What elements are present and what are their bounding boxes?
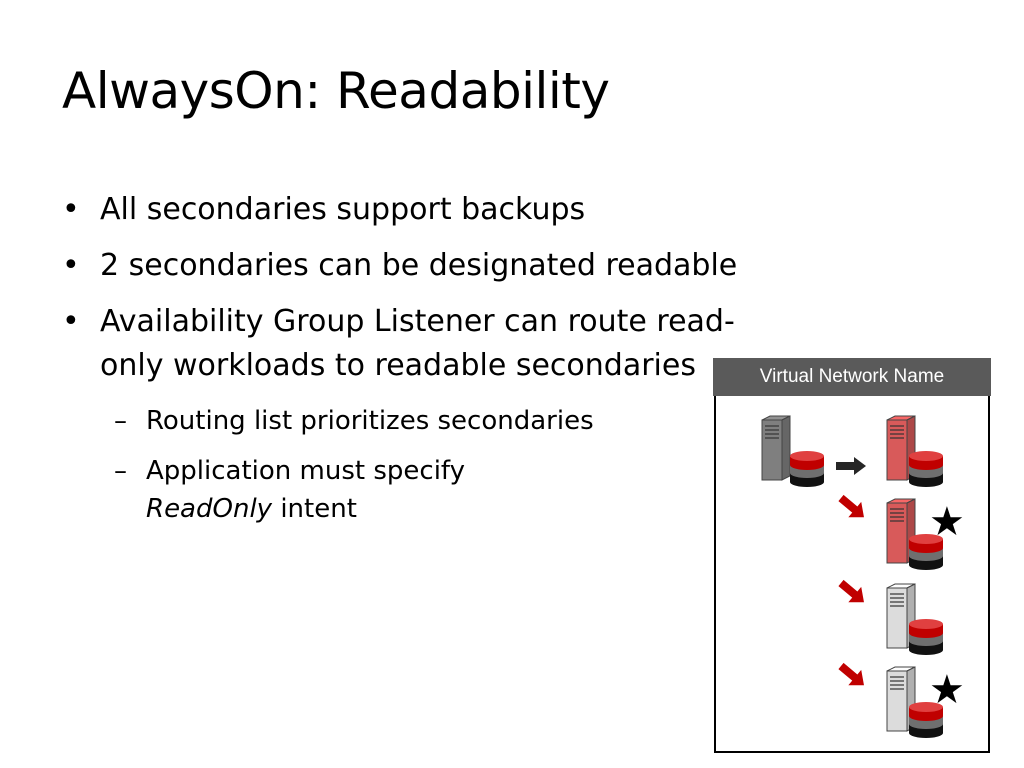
arrow-diagonal-shape	[838, 494, 864, 518]
server-front	[886, 670, 908, 732]
arrow-diagonal-icon	[838, 662, 864, 686]
database-icon	[909, 534, 943, 570]
db-top-edge	[909, 711, 943, 721]
bullet-text: All secondaries support backups	[100, 192, 586, 227]
star-icon: ★	[929, 667, 965, 713]
db-base	[909, 728, 943, 738]
star-icon: ★	[929, 499, 965, 545]
db-top-edge	[909, 628, 943, 638]
sub-bullet-text: Application must specify	[146, 456, 465, 486]
server-front	[886, 502, 908, 564]
arrow-diagonal-shape	[838, 579, 864, 603]
db-mid-edge	[909, 551, 943, 561]
bullet-marker: •	[62, 304, 80, 339]
bullet-item: • 2 secondaries can be designated readab…	[62, 244, 942, 288]
db-lid	[909, 702, 943, 712]
diagram-canvas: ★★★★	[761, 415, 965, 738]
db-lid	[909, 619, 943, 629]
sub-bullet-marker: –	[114, 406, 127, 436]
bullet-text: 2 secondaries can be designated readable	[100, 248, 738, 283]
sub-bullet-item: – Routing list prioritizes secondaries	[114, 402, 694, 440]
server-side	[781, 415, 791, 481]
arrow-diagonal-icon	[838, 579, 864, 603]
db-base	[909, 645, 943, 655]
virtual-network-name-header: Virtual Network Name	[713, 358, 991, 396]
server-front	[761, 419, 783, 481]
bullet-item: • All secondaries support backups	[62, 188, 942, 232]
db-lid	[909, 451, 943, 461]
sub-bullet-marker: –	[114, 456, 127, 486]
db-base	[909, 560, 943, 570]
bullet-text: Availability Group Listener can route re…	[100, 304, 735, 383]
db-top-edge	[909, 543, 943, 553]
arrow-diagonal-icon	[838, 494, 864, 518]
db-lid	[790, 451, 824, 461]
database-icon	[909, 619, 943, 655]
arrow-right-icon	[836, 457, 866, 475]
server-front	[886, 419, 908, 481]
bullet-item: • Availability Group Listener can route …	[62, 300, 942, 388]
database-icon	[790, 451, 824, 487]
db-mid-edge	[790, 468, 824, 478]
sub-bullet-list: – Routing list prioritizes secondaries –…	[114, 402, 694, 540]
db-top-edge	[790, 460, 824, 470]
database-icon	[909, 451, 943, 487]
db-base	[790, 477, 824, 487]
slide-title: AlwaysOn: Readability	[62, 62, 610, 120]
bullet-list: • All secondaries support backups • 2 se…	[62, 188, 942, 394]
readonly-keyword: ReadOnly	[146, 494, 273, 524]
arrow-diagonal-shape	[838, 662, 864, 686]
database-icon	[909, 702, 943, 738]
diagram-frame	[714, 396, 990, 753]
server-icon	[761, 415, 791, 481]
bullet-marker: •	[62, 192, 80, 227]
sub-bullet-item: – Application must specify ReadOnly inte…	[114, 452, 694, 528]
sub-bullet-text-tail: intent	[280, 494, 357, 524]
db-top-edge	[909, 460, 943, 470]
db-mid-edge	[909, 719, 943, 729]
sub-bullet-text: Routing list prioritizes secondaries	[146, 406, 594, 436]
db-base	[909, 477, 943, 487]
server-front	[886, 587, 908, 649]
db-mid-edge	[909, 636, 943, 646]
db-mid-edge	[909, 468, 943, 478]
bullet-marker: •	[62, 248, 80, 283]
db-lid	[909, 534, 943, 544]
listener-diagram: Virtual Network Name ★★★★	[713, 358, 991, 754]
